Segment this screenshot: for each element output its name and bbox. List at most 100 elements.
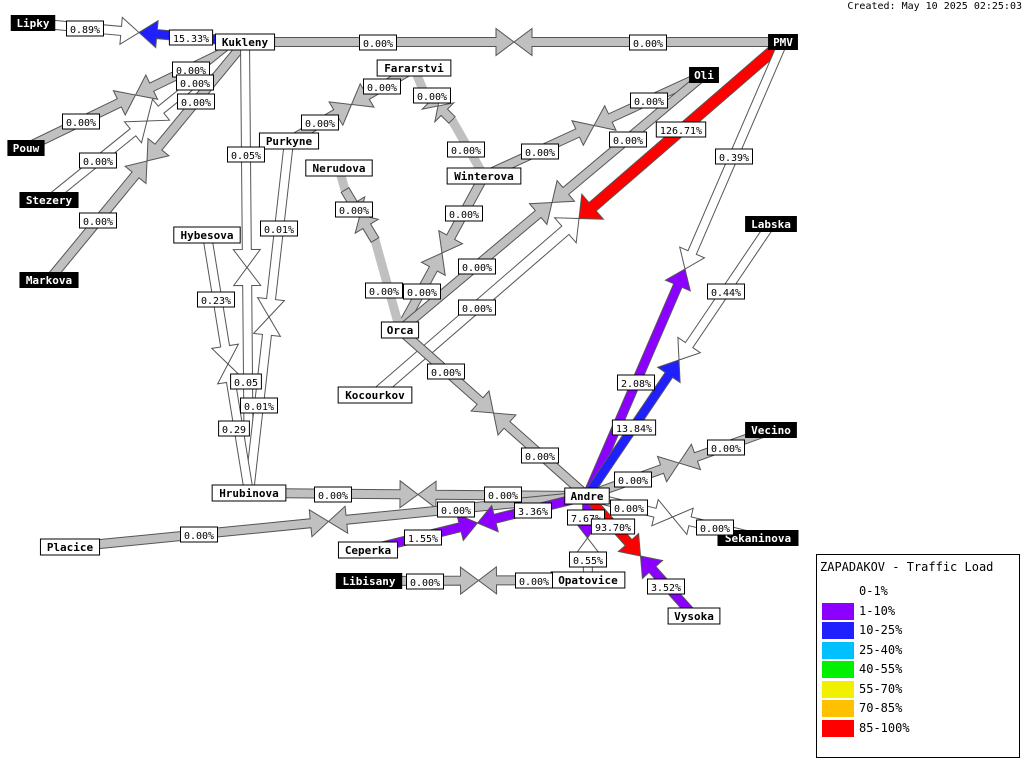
node-purkyne[interactable]: Purkyne [258, 132, 320, 150]
node-label: Kocourkov [345, 389, 405, 402]
load-value: 0.00% [305, 119, 335, 130]
node-nerudova[interactable]: Nerudova [305, 159, 373, 177]
node-markova[interactable]: Markova [19, 272, 79, 288]
load-value: 2.08% [621, 379, 651, 390]
node-box [173, 226, 241, 244]
node-andre[interactable]: Andre [564, 487, 610, 505]
load-label: 0.00% [614, 471, 652, 488]
node-ceperka[interactable]: Ceperka [337, 541, 399, 559]
load-value: 13.84% [616, 424, 652, 435]
node-label: Orca [387, 324, 414, 337]
link-arrow-fararstvi-to-winterova [433, 101, 456, 124]
load-label: 0.00% [301, 114, 339, 131]
node-sekaninova[interactable]: Sekaninova [717, 530, 799, 546]
node-pmv[interactable]: PMV [768, 34, 798, 50]
load-label-box [427, 363, 465, 380]
load-value: 0.00% [462, 304, 492, 315]
load-value: 0.55% [573, 556, 603, 567]
node-box [10, 15, 56, 31]
load-label-box [301, 114, 339, 131]
node-orca[interactable]: Orca [380, 321, 420, 339]
load-label: 0.29 [218, 420, 250, 437]
load-label-box [617, 374, 655, 391]
node-pouw[interactable]: Pouw [7, 140, 45, 156]
load-label: 0.44% [707, 283, 745, 300]
node-label: Nerudova [313, 162, 366, 175]
load-label-box [335, 201, 373, 218]
load-label: 15.33% [168, 29, 214, 46]
node-box [214, 33, 276, 51]
load-value: 7.67% [571, 514, 601, 525]
load-label-box [447, 141, 485, 158]
node-hybesova[interactable]: Hybesova [173, 226, 241, 244]
node-kocourkov[interactable]: Kocourkov [337, 386, 413, 404]
load-label-box [614, 471, 652, 488]
load-label-box [707, 439, 745, 456]
load-value: 0.05 [234, 378, 258, 389]
node-box [7, 140, 45, 156]
node-label: Libisany [343, 575, 396, 588]
load-value: 0.00% [184, 531, 214, 542]
load-label-box [445, 205, 483, 222]
load-label-box [359, 34, 397, 51]
load-label-box [177, 93, 215, 110]
load-label-box [406, 573, 444, 590]
node-label: Markova [26, 274, 72, 287]
load-label-box [437, 501, 475, 518]
load-value: 0.39% [719, 153, 749, 164]
load-label-box [630, 92, 668, 109]
load-label: 0.00% [365, 282, 403, 299]
load-value: 0.00% [339, 206, 369, 217]
legend-label: 25-40% [859, 642, 903, 657]
node-vysoka[interactable]: Vysoka [667, 607, 721, 625]
node-labska[interactable]: Labska [745, 216, 797, 232]
node-box [258, 132, 320, 150]
node-hrubinova[interactable]: Hrubinova [211, 484, 287, 502]
load-label-box [590, 518, 636, 535]
load-label-box [66, 20, 104, 37]
legend-swatch [822, 602, 854, 620]
load-value: 0.00% [633, 39, 663, 50]
load-label-box [458, 258, 496, 275]
load-value: 3.52% [651, 583, 681, 594]
node-oli[interactable]: Oli [689, 67, 719, 83]
node-stezery[interactable]: Stezery [19, 192, 79, 208]
load-label: 0.00% [314, 486, 352, 503]
load-label: 0.00% [62, 113, 100, 130]
load-label-box [314, 486, 352, 503]
node-libisany[interactable]: Libisany [335, 573, 403, 589]
load-value: 0.00% [449, 210, 479, 221]
node-label: PMV [773, 36, 793, 49]
load-label-box [707, 283, 745, 300]
node-winterova[interactable]: Winterova [446, 167, 522, 185]
load-label: 93.70% [590, 518, 636, 535]
load-value: 0.23% [201, 296, 231, 307]
load-label: 0.00% [79, 152, 117, 169]
load-value: 0.00% [83, 217, 113, 228]
node-box [19, 192, 79, 208]
load-label-box [609, 131, 647, 148]
node-vecino[interactable]: Vecino [745, 422, 797, 438]
node-box [446, 167, 522, 185]
legend-label: 85-100% [859, 720, 910, 735]
load-label-box [458, 299, 496, 316]
load-value: 0.00% [525, 452, 555, 463]
node-box [380, 321, 420, 339]
node-box [745, 216, 797, 232]
node-fararstvi[interactable]: Fararstvi [376, 59, 452, 77]
load-label: 0.00% [447, 141, 485, 158]
legend-label: 55-70% [859, 681, 903, 696]
node-box [689, 67, 719, 83]
load-label: 0.89% [66, 20, 104, 37]
load-label: 0.00% [609, 131, 647, 148]
load-value: 0.00% [451, 146, 481, 157]
load-label-box [413, 87, 451, 104]
node-opatovice[interactable]: Opatovice [550, 571, 626, 589]
node-lipky[interactable]: Lipky [10, 15, 56, 31]
load-label-box [168, 29, 214, 46]
load-label: 0.00% [445, 205, 483, 222]
load-value: 0.00% [318, 491, 348, 502]
node-kukleny[interactable]: Kukleny [214, 33, 276, 51]
node-placice[interactable]: Placice [39, 538, 101, 556]
load-label-box [629, 34, 667, 51]
